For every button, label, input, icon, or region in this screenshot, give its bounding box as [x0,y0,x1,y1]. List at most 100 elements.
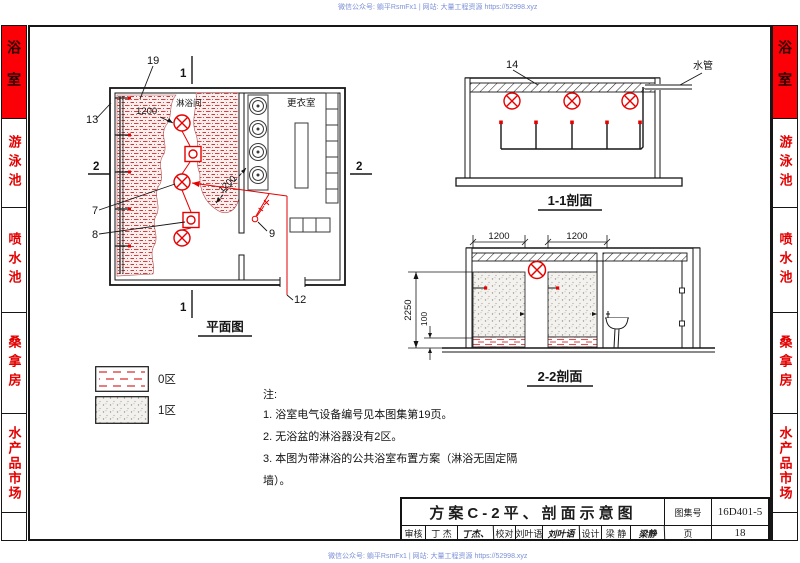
plan-title: 平面图 [206,320,244,334]
electrical-symbols [173,114,288,295]
sidebar-item-label: 水产品市场 [6,425,22,501]
dim-1200-top: 1200 [136,106,157,117]
title-block: 方案C-2平、剖面示意图 图集号 16D401-5 审核 丁 杰 丁杰、 校对 … [400,497,770,541]
plan-shower-pipe [115,96,131,274]
plan-annotations [88,56,372,337]
sidebar-item-seafood-market[interactable]: 水产品市场 [2,414,26,513]
legend-label-zone0: 0区 [158,374,176,386]
checker-name: 刘叶语 [516,526,543,540]
atlas-number-value: 16D401-5 [717,506,763,518]
ceiling-hatch [471,252,598,262]
sidebar-item-swimming-pool[interactable]: 游泳池 [773,119,797,208]
callout-14: 14 [506,59,518,71]
room-label-shower: 淋浴间 [176,98,202,108]
zone0-strip [547,336,598,348]
sidebar-item-fountain[interactable]: 喷水池 [773,208,797,313]
ceiling-lamp-symbol [503,92,639,110]
left-dimensions [408,271,473,360]
callout-8: 8 [92,229,98,241]
shower-heads [499,120,642,125]
checker-label: 校对 [494,526,516,540]
plan-zone-hatching [116,92,240,277]
bottom-bench [289,217,331,233]
sidebar-item-swimming-pool[interactable]: 游泳池 [2,119,26,208]
designer-label: 设计 [580,526,602,540]
sidebar-item-bathroom[interactable]: 浴室 [2,26,26,119]
shower-pipes [500,87,644,150]
dim-2250: 2250 [403,299,414,320]
sidebar-item-label: 游泳池 [777,134,793,192]
sidebar-left: 浴室 游泳池 喷水池 桑拿房 水产品市场 [1,25,27,541]
junction-box-symbol [184,145,202,163]
junction-box-symbol [182,211,200,229]
dim-1200-right: 1200 [566,231,587,242]
sidebar-item-sauna[interactable]: 桑拿房 [2,313,26,414]
lockers [325,92,339,204]
section-marker-1-top: 1 [180,68,187,80]
zone1-stall [547,271,598,338]
sidebar-item-sauna[interactable]: 桑拿房 [773,313,797,414]
callout-9: 9 [269,228,275,240]
section-1-1-title: 1-1剖面 [548,193,593,208]
checker-signature: 刘叶语 [542,525,581,541]
note-item: 1. 浴室电气设备编号见本图集第19页。 [263,409,453,421]
plan-partition-wall [238,92,245,281]
watermark-bottom: 微信公众号: 躺平RsmFx1 | 网站: 大量工程资源 https://529… [328,553,528,560]
ceiling-hatch [602,252,688,262]
room-label-changing: 更衣室 [287,97,316,109]
reviewer-label: 审核 [402,526,426,540]
sidebar-item-label: 水产品市场 [777,425,793,501]
water-pipe-label: 水管 [693,59,713,72]
sidebar-item-label: 浴室 [6,40,22,104]
callout-19: 19 [147,55,159,67]
dim-1200-left: 1200 [488,231,509,242]
note-item: 2. 无浴盆的淋浴器没有2区。 [263,431,403,443]
ceiling-hatch [469,82,656,93]
section-marker-2-right: 2 [356,161,362,173]
zone0-strip [472,336,526,348]
section-marker-1-bottom: 1 [180,302,187,314]
callout-7: 7 [92,205,98,217]
legend-swatch-zone1 [95,396,149,424]
reviewer-name: 丁 杰 [426,526,458,540]
notes-heading: 注: [263,389,278,401]
sidebar-item-label: 桑拿房 [777,334,793,392]
switch-symbol [251,199,270,223]
sidebar-item-label: 桑拿房 [6,334,22,392]
section-2-2-drawing: 1200 1200 2250 100 2-2剖面 [403,231,715,387]
sidebar-item-label: 喷水池 [777,231,793,289]
sidebar-item-label: 浴室 [777,40,793,104]
section-marker-2-left: 2 [93,161,99,173]
sidebar-spacer [2,513,26,538]
section-2-2-title: 2-2剖面 [538,369,583,384]
designer-name: 梁 静 [602,526,631,540]
drawing-title: 方案C-2平、剖面示意图 [402,499,665,525]
notes-block: 注: 1. 浴室电气设备编号见本图集第19页。 2. 无浴盆的淋浴器没有2区。 … [263,386,523,492]
sidebar-item-label: 游泳池 [6,134,22,192]
sidebar-item-bathroom[interactable]: 浴室 [773,26,797,119]
callout-13: 13 [86,114,98,126]
dim-100: 100 [419,312,429,326]
ceiling-lamp-symbol [173,173,191,191]
page-label: 页 [665,526,712,540]
ceiling-lamp-symbol [173,229,191,247]
designer-signature: 梁静 [630,525,666,541]
sidebar-item-fountain[interactable]: 喷水池 [2,208,26,313]
sidebar-item-seafood-market[interactable]: 水产品市场 [773,414,797,513]
top-dimensions [469,235,611,248]
bench [294,122,309,189]
atlas-number-label: 图集号 [665,499,712,525]
wash-basin [605,311,629,349]
note-item: 3. 本图为带淋浴的公共浴室布置方案（淋浴无固定隔墙）。 [263,453,518,487]
ceiling-lamp-symbol [173,114,191,132]
ceiling-lamp-symbol [527,260,547,280]
legend-swatch-zone0 [95,366,149,392]
section-1-1-drawing: 14 水管 1-1剖面 [455,59,713,211]
floor-slab [455,177,683,187]
page-number: 18 [734,527,746,539]
sidebar-spacer [773,513,797,538]
watermark-top: 微信公众号: 躺平RsmFx1 | 网站: 大量工程资源 https://529… [338,4,538,11]
legend-label-zone1: 1区 [158,405,176,417]
sidebar-right: 浴室 游泳池 喷水池 桑拿房 水产品市场 [772,25,798,541]
